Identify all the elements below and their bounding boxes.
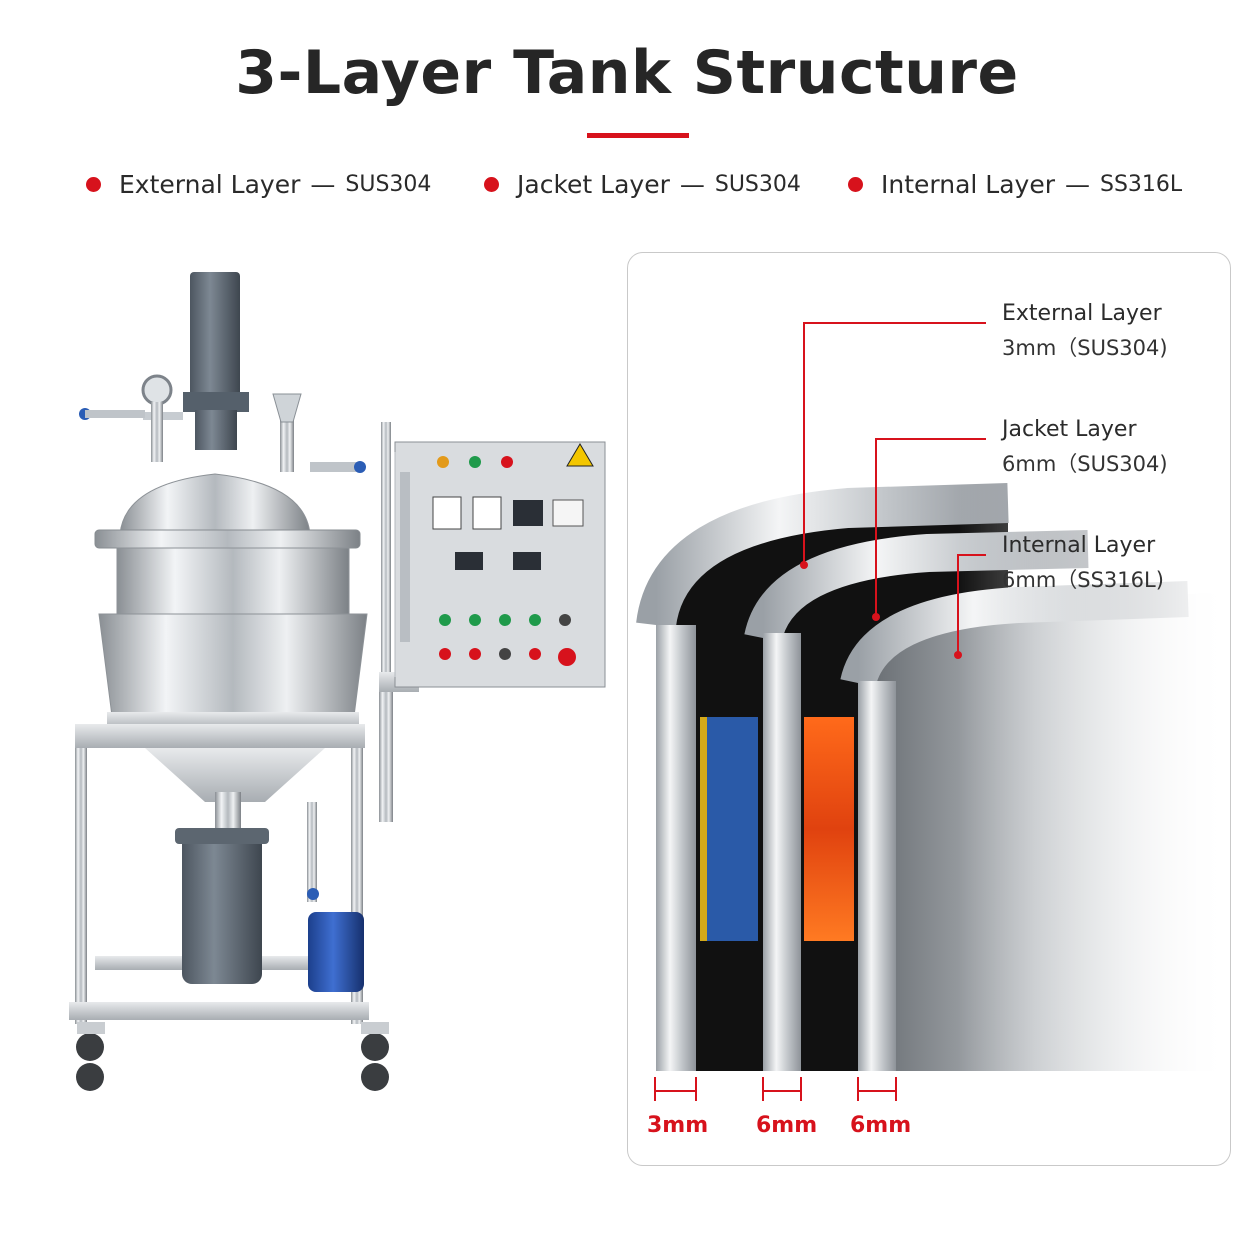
legend-material: SUS304	[345, 171, 432, 197]
jacket-layer-wall	[763, 633, 801, 1071]
dimension-label-jacket: 6mm	[756, 1113, 818, 1138]
callout-name: Internal Layer	[1002, 533, 1156, 558]
legend-name: External Layer	[119, 169, 301, 199]
callout-spec: 6mm（SS316L)	[1002, 568, 1164, 592]
legend-name: Internal Layer	[881, 169, 1055, 199]
insulation-fill	[700, 717, 758, 941]
callout-external-layer: External Layer 3mm（SUS304)	[1002, 297, 1168, 365]
external-layer-wall	[656, 625, 696, 1071]
cross-section-panel: External Layer 3mm（SUS304) Jacket Layer …	[627, 252, 1231, 1166]
bullet-icon	[848, 176, 863, 192]
legend-separator: —	[1065, 169, 1090, 199]
legend-item-jacket: Jacket Layer — SUS304	[484, 168, 801, 200]
callout-internal-layer: Internal Layer 6mm（SS316L)	[1002, 529, 1164, 597]
bullet-icon	[86, 176, 101, 192]
internal-layer-wall	[858, 681, 896, 1071]
callout-jacket-layer: Jacket Layer 6mm（SUS304)	[1002, 413, 1168, 481]
legend-material: SUS304	[714, 171, 801, 197]
legend-separator: —	[310, 169, 336, 199]
legend-separator: —	[679, 169, 705, 199]
title-underline	[587, 133, 689, 138]
callout-name: Jacket Layer	[1002, 417, 1137, 442]
dimension-label-internal: 6mm	[850, 1113, 912, 1138]
layer-cross-section-diagram	[636, 322, 1230, 1101]
mixing-tank-machine-image	[69, 272, 606, 1091]
callout-name: External Layer	[1002, 301, 1162, 326]
dimension-label-external: 3mm	[647, 1113, 709, 1138]
legend-name: Jacket Layer	[517, 169, 670, 199]
legend-item-internal: Internal Layer — SS316L	[848, 168, 1182, 200]
legend-item-external: External Layer — SUS304	[86, 168, 431, 200]
legend-material: SS316L	[1100, 171, 1183, 197]
heating-fill	[804, 717, 854, 941]
callout-spec: 6mm（SUS304)	[1002, 452, 1168, 476]
bullet-icon	[484, 176, 499, 192]
callout-spec: 3mm（SUS304)	[1002, 336, 1168, 360]
page-title: 3-Layer Tank Structure	[235, 38, 1019, 108]
